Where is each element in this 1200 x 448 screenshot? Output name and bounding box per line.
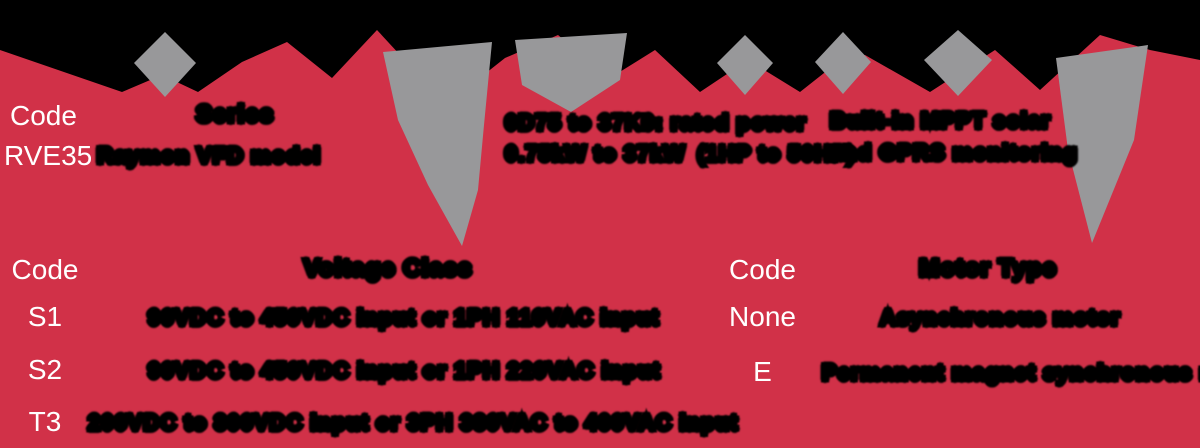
voltage-row-description: 200VDC to 800VDC input or 3PH 380VAC to … [85,408,739,438]
motor-row-code: None [729,301,796,332]
motor-code-header: Code [729,254,796,285]
down-arrow-long-icon [383,42,492,246]
voltage-row-code: S1 [27,301,63,332]
series-code-header: Code [10,100,77,131]
motor-row-description: Asynchronous motor [877,303,1121,333]
down-arrow-medium-icon [515,33,627,112]
voltage-row-description: 90VDC to 450VDC input or 1PH 220VAC inpu… [145,356,661,386]
cropped-model-text-shape [0,0,1200,92]
feature-note-line2: and GPRS monitoring [828,138,1080,168]
power-note-line2: 0.75kW to 37kW(1HP to 50HP) [502,139,856,169]
voltage-row-code: T3 [28,406,62,437]
feature-note-line1: Built-in MPPT solar [828,106,1053,136]
series-type-header: Series [193,99,275,131]
series-row-description: Raymon VFD model [95,141,323,171]
down-arrow-icon [134,32,196,97]
voltage-type-header: Voltage Class [301,253,474,285]
voltage-row-code: S2 [27,354,63,385]
motor-row-description: Permanent magnet synchronous motor [820,358,1200,388]
down-arrow-icon [924,30,992,96]
series-row-code: RVE35 [4,140,93,171]
series-table: Code [10,100,77,132]
voltage-code-header: Code [11,254,79,285]
motor-type-header: Motor Type [917,253,1059,285]
power-note-line1: 0D75 to 37K0: rated power [502,108,807,138]
motor-row-code: E [753,356,772,387]
down-arrow-icon [717,35,773,95]
voltage-row-description: 90VDC to 450VDC input or 1PH 110VAC inpu… [145,303,660,333]
down-arrow-icon [815,32,871,94]
